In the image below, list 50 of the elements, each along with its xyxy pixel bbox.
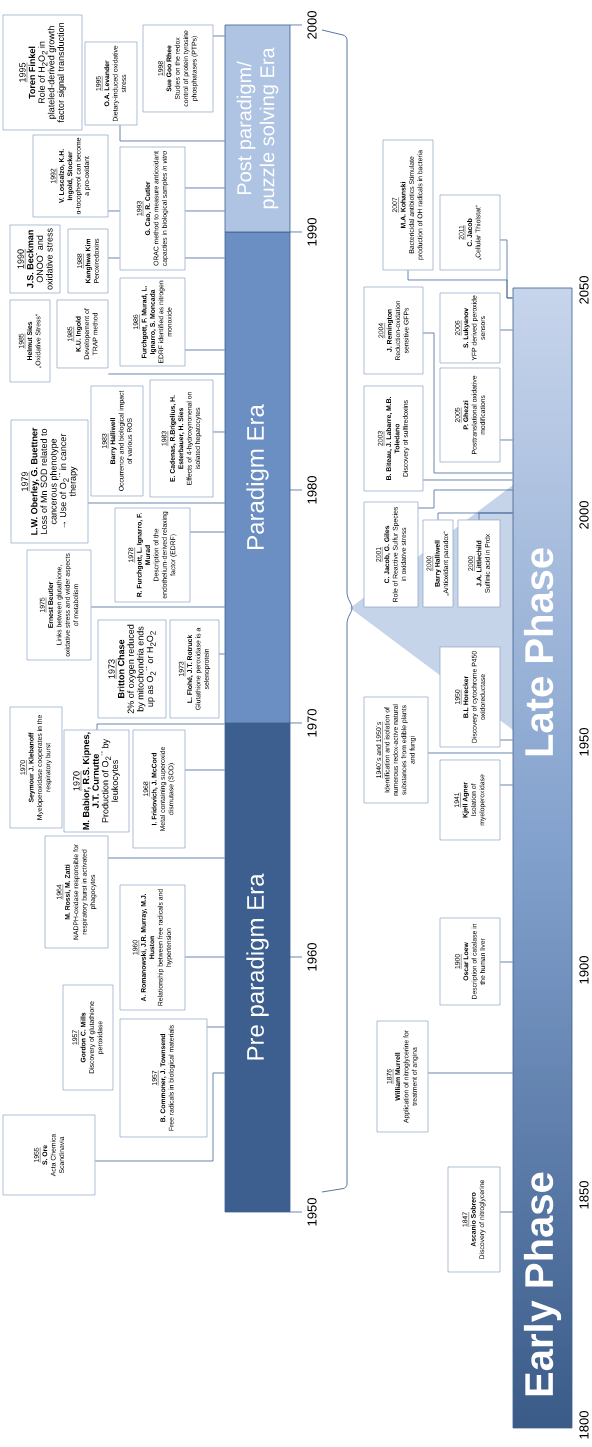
- connector-line: [206, 1026, 225, 1028]
- year-label: 1990: [307, 218, 317, 246]
- connector-line: [427, 1072, 513, 1074]
- year-label: 2000: [579, 501, 589, 529]
- era-bar: Paradigm Era: [224, 231, 291, 724]
- year-label: 1950: [579, 728, 589, 756]
- connector-line: [417, 489, 513, 509]
- year-label: 1800: [579, 1411, 589, 1439]
- connector-line: [499, 329, 513, 331]
- connector-line: [427, 752, 513, 754]
- year-label: 1900: [579, 956, 589, 984]
- connector-line: [107, 373, 225, 375]
- year-label: 1980: [307, 476, 317, 504]
- connector-line: [499, 784, 513, 786]
- connector-line: [478, 512, 513, 521]
- phase-bar: Early Phase Late Phase: [512, 287, 573, 1429]
- connector-line: [184, 257, 225, 259]
- connector-line: [184, 210, 225, 212]
- year-label: 1960: [307, 943, 317, 971]
- year-label: 1850: [579, 1181, 589, 1209]
- connector-line: [422, 479, 513, 481]
- connector-line: [90, 606, 225, 608]
- connector-line: [87, 502, 225, 504]
- connector-line: [107, 210, 121, 212]
- era-bar: Pre paradigm Era: [224, 722, 291, 1213]
- connector-line: [499, 239, 513, 299]
- year-label: 1950: [307, 1198, 317, 1226]
- connector-line: [422, 332, 513, 474]
- connector-line: [499, 439, 513, 441]
- connector-line: [189, 531, 225, 533]
- event-box: 1970 M. Babior, R.S. Kipnes, J.T. Curnutte Production of O$_{2}$$^{·-}$ by leukocytes: [63, 729, 130, 833]
- connector-line: [499, 961, 513, 963]
- connector-line: [184, 956, 225, 958]
- connector-line: [218, 653, 225, 655]
- year-label: 2050: [579, 276, 589, 304]
- connector-line: [212, 431, 225, 433]
- connector-line: [107, 857, 225, 859]
- connector-line: [119, 124, 225, 142]
- connector-line: [499, 1211, 513, 1213]
- connector-line: [499, 739, 513, 741]
- connector-line: [184, 349, 225, 351]
- era-bar: Post paradigm/ puzzle solving Era: [224, 24, 291, 233]
- year-label: 2000: [307, 11, 317, 39]
- connector-line: [184, 769, 225, 771]
- connector-line: [96, 723, 225, 731]
- year-label: 1970: [307, 709, 317, 737]
- connector-line: [212, 35, 225, 37]
- connector-line: [94, 1072, 225, 1162]
- connector-line: [184, 187, 225, 189]
- connector-line: [107, 257, 121, 259]
